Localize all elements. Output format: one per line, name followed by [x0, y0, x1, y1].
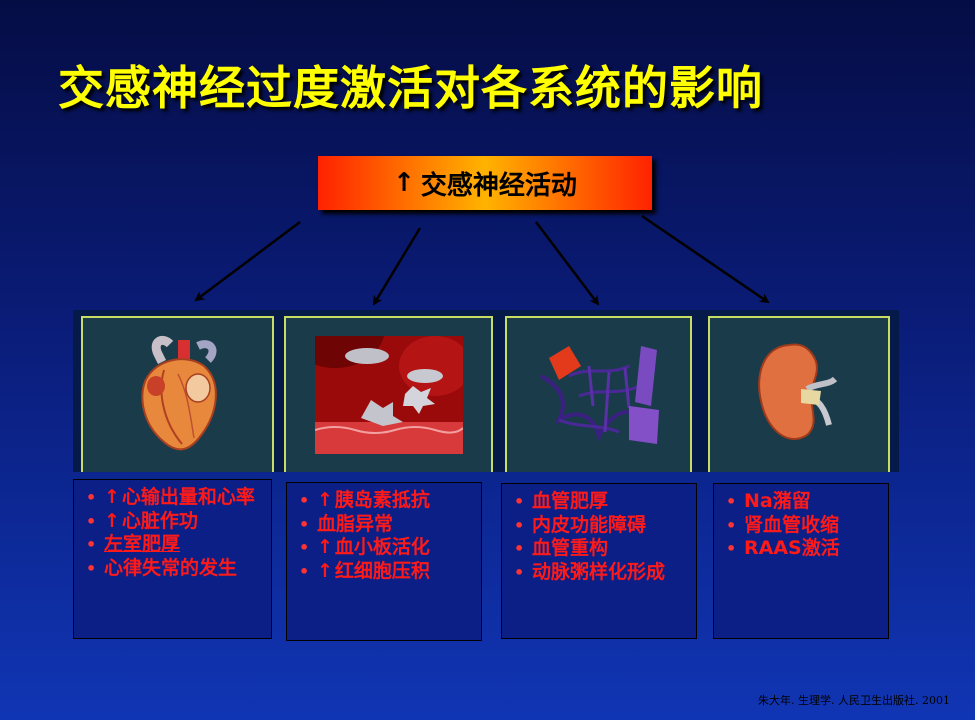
effect-list-item: • 血管肥厚 — [510, 490, 690, 514]
effect-list-item: • 左室肥厚 — [82, 533, 265, 557]
heart-effects-list: • ↑心输出量和心率 • ↑心脏作功 • 左室肥厚 • 心律失常的发生 — [73, 479, 272, 639]
bullet-icon: • — [726, 539, 737, 558]
bullet-icon: • — [86, 511, 97, 531]
sympathetic-activity-box: ↑ 交感神经活动 — [318, 156, 652, 210]
heart-icon — [140, 335, 217, 451]
effect-list-item: • ↑血小板活化 — [295, 536, 475, 560]
arrow-to-kidney — [641, 214, 770, 304]
blood-panel — [284, 316, 493, 472]
arrow-to-vessel — [535, 221, 600, 306]
bullet-icon: • — [86, 535, 97, 554]
bullet-icon: • — [514, 562, 525, 582]
up-arrow-icon: ↑ — [104, 486, 120, 508]
bullet-icon: • — [299, 514, 310, 534]
effect-text: 血管肥厚 — [532, 490, 609, 512]
arrow-to-blood — [372, 227, 422, 306]
bullet-icon: • — [514, 515, 525, 535]
bullet-icon: • — [514, 539, 525, 558]
effect-list-item: • ↑红细胞压积 — [295, 560, 475, 584]
effect-text: 肾血管收缩 — [744, 513, 840, 536]
effect-text: 心律失常的发生 — [104, 556, 238, 579]
bullet-icon: • — [299, 538, 310, 557]
effect-list-item: • RAAS激活 — [722, 537, 882, 561]
effect-text: Na潴留 — [744, 490, 811, 512]
effect-text: RAAS激活 — [744, 537, 840, 559]
up-arrow-icon: ↑ — [317, 489, 333, 511]
bullet-icon: • — [86, 558, 97, 578]
blood-effects-list: •↑胰岛素抵抗•血脂异常•↑血小板活化•↑红细胞压积 — [286, 482, 482, 641]
kidney-effects-list: • Na潴留 • 肾血管收缩 • RAAS激活 — [713, 483, 889, 639]
up-arrow-icon: ↑ — [393, 168, 415, 198]
up-arrow-icon: ↑ — [317, 559, 333, 582]
effect-text: 心脏作功 — [121, 509, 198, 532]
effect-list-item: • 血脂异常 — [295, 513, 475, 537]
effect-text: 左室肥厚 — [104, 533, 181, 555]
effect-list-item: • 血管重构 — [510, 537, 690, 561]
slide-title: 交感神经过度激活对各系统的影响 — [58, 61, 763, 115]
bullet-icon: • — [299, 561, 310, 581]
effect-text: 动脉粥样化形成 — [532, 560, 666, 583]
effect-text: 内皮功能障碍 — [532, 513, 647, 536]
up-arrow-icon: ↑ — [317, 536, 333, 558]
up-arrow-icon: ↑ — [104, 509, 120, 532]
effect-list-item: • 内皮功能障碍 — [510, 514, 690, 538]
arrow-to-heart — [194, 221, 301, 302]
bullet-icon: • — [86, 488, 97, 507]
bullet-icon: • — [299, 491, 310, 510]
effect-text: 血脂异常 — [317, 512, 394, 535]
citation: 朱大年. 生理学. 人民卫生出版社. 2001 — [758, 694, 950, 707]
effect-list-item: • 肾血管收缩 — [722, 514, 882, 538]
bullet-icon: • — [726, 492, 737, 511]
effect-text: 胰岛素抵抗 — [334, 489, 430, 511]
effect-list-item: • ↑胰岛素抵抗 — [295, 489, 475, 513]
effect-text: 血小板活化 — [334, 536, 430, 558]
vessel-panel — [505, 316, 692, 472]
heart-panel — [81, 316, 274, 472]
effect-list-item: • ↑心输出量和心率 — [82, 486, 265, 510]
bullet-icon: • — [726, 515, 737, 535]
effect-list-item: • 心律失常的发生 — [82, 557, 265, 581]
vessel-effects-list: • 血管肥厚 • 内皮功能障碍 • 血管重构 • 动脉粥样化形成 — [501, 483, 697, 639]
bullet-icon: • — [514, 492, 525, 511]
effect-list-item: • 动脉粥样化形成 — [510, 561, 690, 585]
effect-list-item: • ↑心脏作功 — [82, 510, 265, 534]
effect-list-item: • Na潴留 — [722, 490, 882, 514]
effect-text: 血管重构 — [532, 537, 609, 559]
blood-vessel-icon — [539, 346, 659, 444]
blood-platelet-icon — [314, 336, 463, 454]
kidney-panel — [708, 316, 890, 472]
effect-text: 红细胞压积 — [334, 559, 430, 582]
sympathetic-activity-label: 交感神经活动 — [420, 170, 577, 201]
kidney-icon — [758, 343, 838, 440]
effect-text: 心输出量和心率 — [121, 486, 255, 508]
